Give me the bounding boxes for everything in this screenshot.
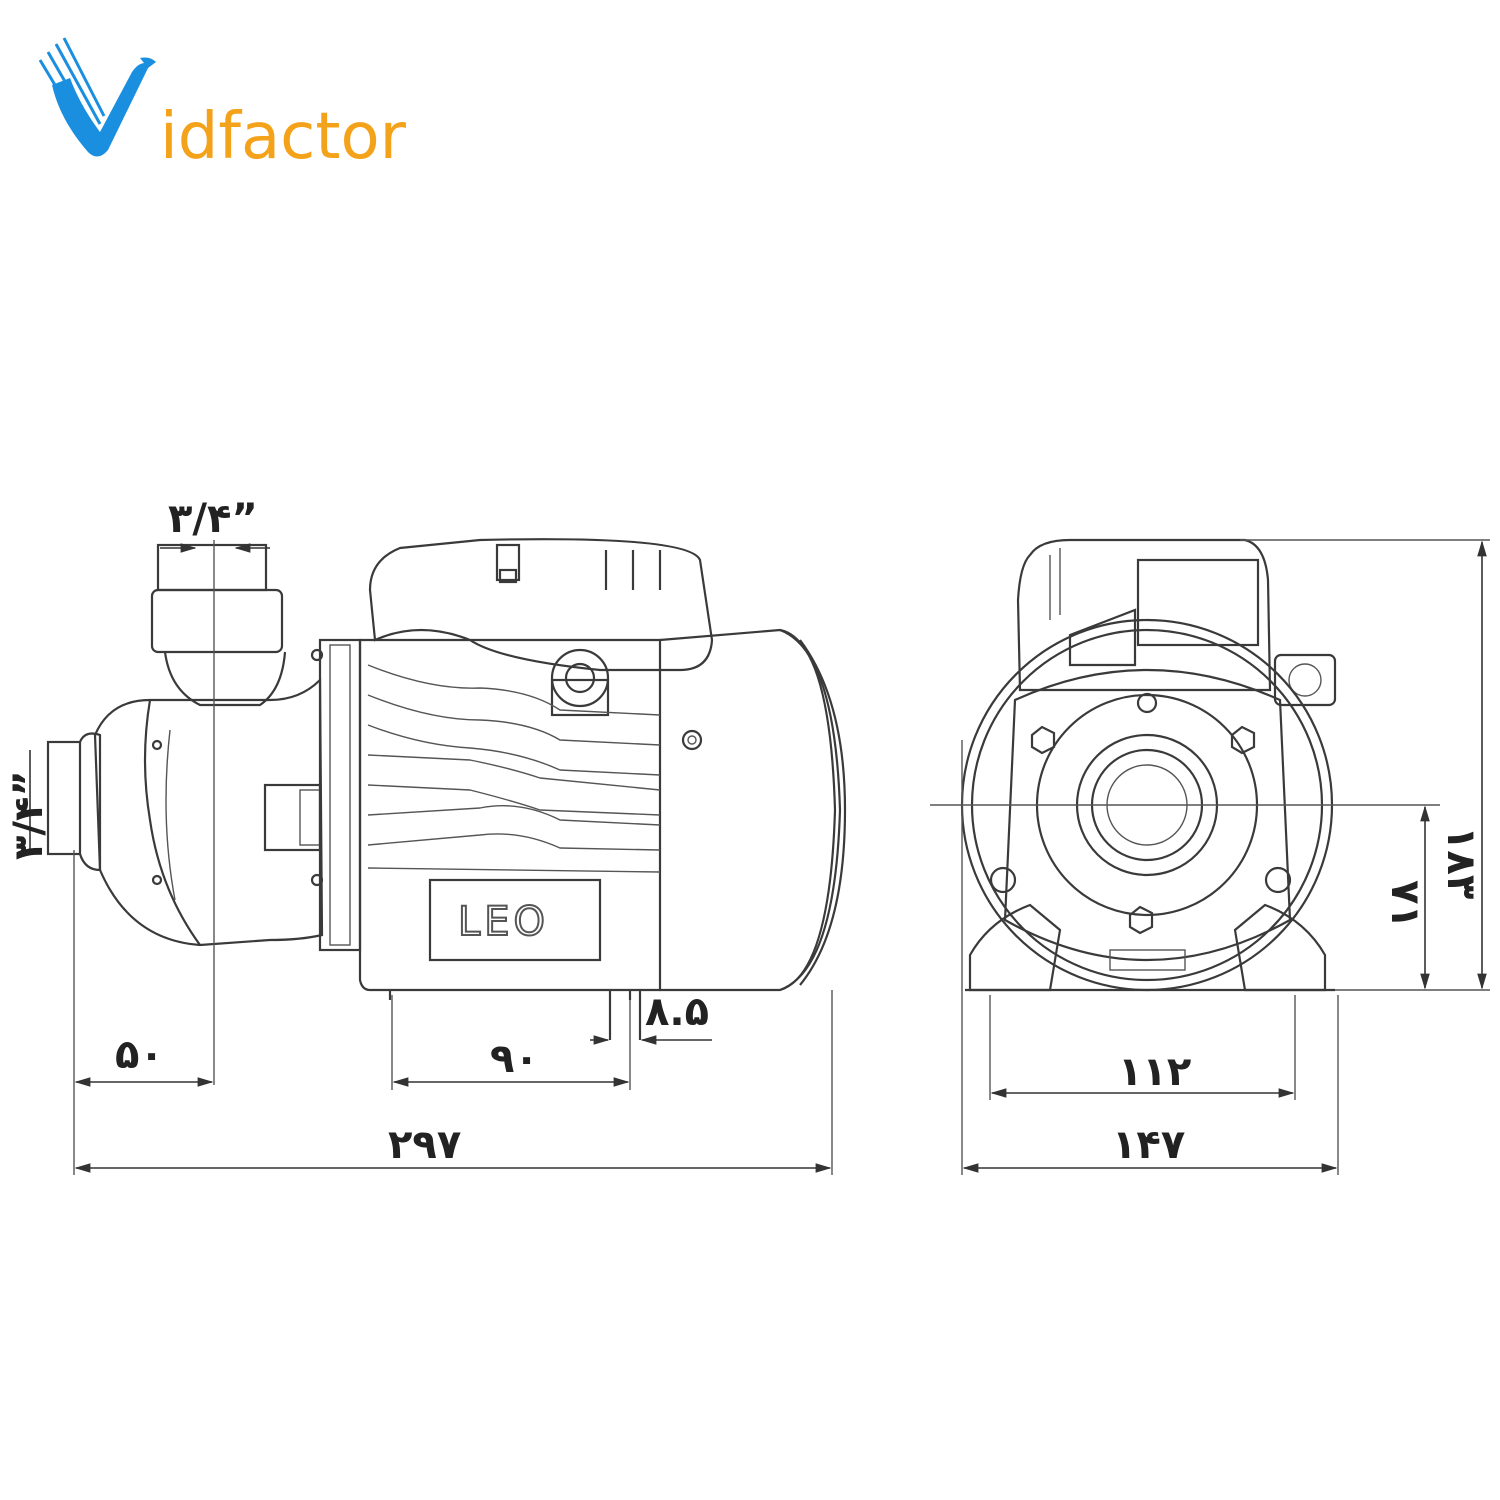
dim-overall-width-label: ۱۴۷	[1112, 1122, 1185, 1168]
dim-axis-height: ۷۱	[1382, 805, 1430, 990]
dim-overall-width: ۱۴۷	[961, 740, 1339, 1175]
dim-side-inlet-label: ٣/۴”	[6, 770, 52, 860]
dim-overall-height-label: ۱۸۳	[1438, 826, 1484, 899]
logo-wordmark: idfactor	[160, 100, 407, 174]
front-terminal-box	[1016, 538, 1337, 707]
motor-flange	[310, 638, 362, 952]
dim-foot-span-label: ۹۰	[490, 1036, 539, 1082]
dim-overall-length-label: ۲۹۷	[388, 1122, 461, 1168]
pump-front-view: ۱۸۳ ۷۱ ۱۱۲ ۱۴۷	[930, 538, 1490, 1175]
top-outlet-nozzle	[150, 543, 287, 707]
pump-side-view: LEO ٣/۴” ٣/۴”	[6, 496, 847, 1175]
motor-housing: LEO	[358, 638, 662, 992]
side-inlet-nozzle	[46, 732, 102, 872]
motor-feet	[388, 990, 642, 1040]
dim-top-outlet-label: ٣/۴”	[168, 496, 258, 542]
front-feet	[965, 903, 1335, 992]
dim-inlet-offset: ۵۰	[73, 850, 214, 1175]
dim-overall-height: ۱۸۳	[1240, 539, 1490, 991]
brand-label: LEO	[458, 899, 549, 945]
dim-foot-width-label: ۸.۵	[645, 989, 709, 1035]
terminal-box	[368, 538, 714, 717]
dim-front-foot-span: ۱۱۲	[989, 995, 1296, 1100]
logo-v-mark	[38, 37, 156, 157]
dim-overall-length: ۲۹۷	[74, 990, 833, 1175]
vidfactor-logo: idfactor	[38, 37, 407, 174]
dim-foot-width: ۸.۵	[590, 989, 712, 1045]
dim-foot-span: ۹۰	[391, 995, 631, 1090]
dim-front-foot-span-label: ۱۱۲	[1118, 1049, 1191, 1095]
dim-side-inlet: ٣/۴”	[6, 750, 52, 860]
dim-axis-height-label: ۷۱	[1382, 880, 1428, 929]
pump-volute	[93, 677, 324, 947]
dim-inlet-offset-label: ۵۰	[115, 1032, 164, 1078]
fan-cover	[659, 628, 847, 992]
dim-top-outlet: ٣/۴”	[160, 496, 270, 1085]
